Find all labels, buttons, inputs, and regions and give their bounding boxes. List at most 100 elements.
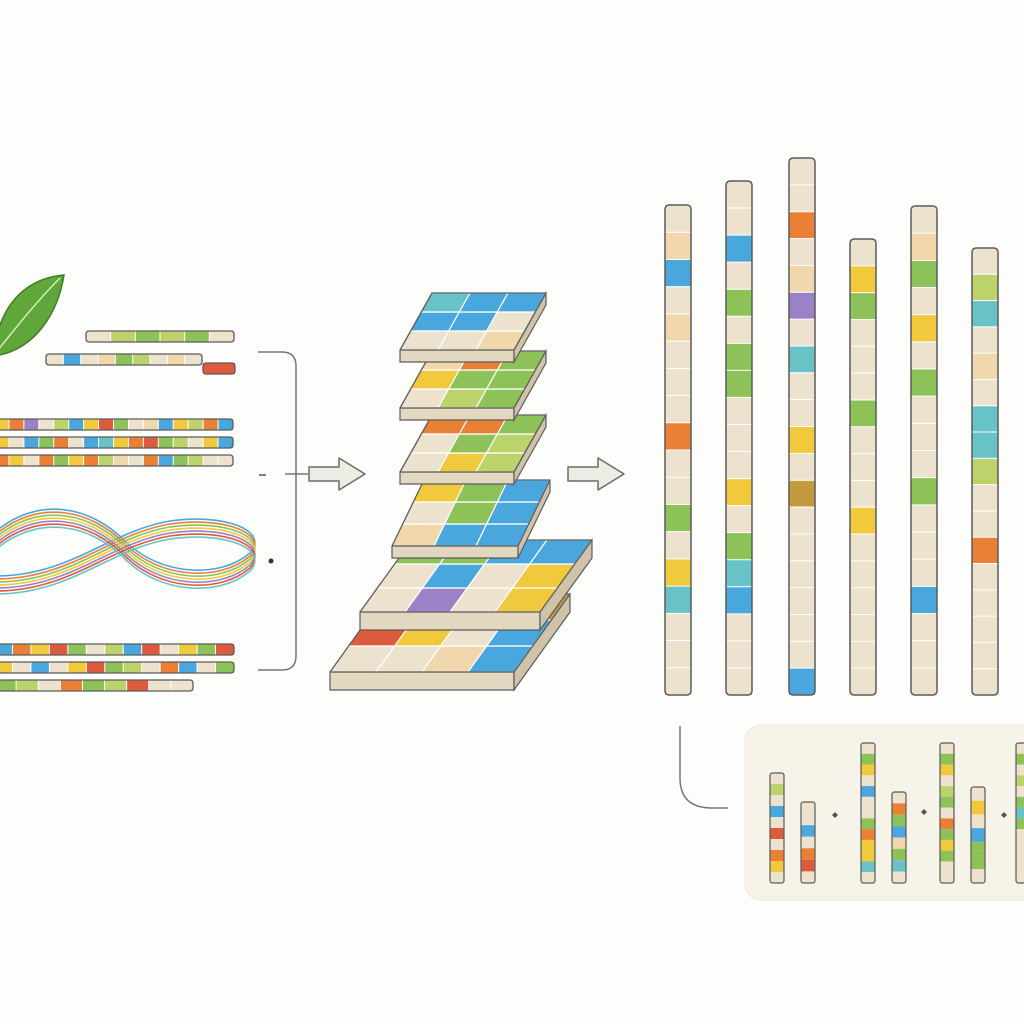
mini-cell xyxy=(940,818,954,830)
mini-column xyxy=(970,786,986,884)
slab-top-outline xyxy=(399,414,547,473)
column-cell xyxy=(911,559,937,587)
arrow-right-icon xyxy=(567,457,625,491)
strand xyxy=(202,362,236,375)
column-cell xyxy=(726,532,752,560)
slab-front xyxy=(399,407,515,421)
column-cell xyxy=(972,589,998,617)
strand xyxy=(0,661,235,674)
mini-cell xyxy=(770,795,784,806)
column-cell xyxy=(726,181,752,209)
slab-front xyxy=(391,545,519,559)
strand-segment xyxy=(173,437,189,448)
strand-segment xyxy=(30,662,50,673)
mini-cell xyxy=(971,869,985,883)
column-cell xyxy=(789,533,815,561)
mini-cell xyxy=(861,872,875,883)
column-cell xyxy=(665,341,691,369)
mini-cell xyxy=(770,872,784,883)
strand-segment xyxy=(8,437,24,448)
mini-column xyxy=(1015,742,1024,884)
column-cell xyxy=(911,586,937,614)
strand-segment xyxy=(113,455,129,466)
output-column xyxy=(725,180,753,696)
mini-cell xyxy=(801,859,815,872)
strand-segment xyxy=(23,419,39,430)
mini-cell xyxy=(971,841,985,856)
slab-front xyxy=(399,471,515,485)
mini-cell xyxy=(940,775,954,787)
strand-segment xyxy=(178,644,198,655)
column-cell xyxy=(789,668,815,695)
column-cell xyxy=(850,292,876,320)
strand-segment xyxy=(128,419,144,430)
strand-segment xyxy=(126,680,149,691)
mini-column xyxy=(891,791,907,884)
mini-cell xyxy=(1016,872,1024,883)
mini-column xyxy=(939,742,955,884)
mini-cell xyxy=(892,826,906,838)
mini-cell xyxy=(770,817,784,828)
mini-cell xyxy=(1016,807,1024,819)
mini-cell xyxy=(971,800,985,815)
mini-cell xyxy=(940,807,954,819)
strand-segment xyxy=(123,662,142,673)
tangled-strands xyxy=(0,474,274,595)
strand-segment xyxy=(184,331,210,342)
mini-cell xyxy=(1016,743,1024,754)
column-cell xyxy=(911,504,937,532)
column-cell xyxy=(911,287,937,315)
strand-segment xyxy=(128,437,144,448)
column-cell xyxy=(850,373,876,400)
column-cell xyxy=(972,537,998,564)
column-cell xyxy=(911,613,937,641)
strand-segment xyxy=(38,437,54,448)
column-cell xyxy=(972,432,998,459)
strand-segment xyxy=(115,354,133,365)
mini-column-outline xyxy=(891,791,907,884)
column-cell xyxy=(665,205,691,233)
mini-cell xyxy=(1016,764,1024,776)
column-cell xyxy=(911,532,937,560)
strand-segment xyxy=(104,644,124,655)
column-cell xyxy=(850,560,876,588)
mini-column xyxy=(860,742,876,884)
mini-cell xyxy=(770,773,784,784)
output-column xyxy=(788,157,816,696)
mini-cell xyxy=(1016,861,1024,873)
column-cell xyxy=(972,510,998,538)
column-cell xyxy=(789,560,815,588)
mini-column-outline xyxy=(1015,742,1024,884)
column-cell xyxy=(850,507,876,535)
column-outline xyxy=(910,205,938,696)
leaf-vein xyxy=(0,277,61,349)
leaf-icon xyxy=(0,274,65,356)
mini-cell xyxy=(861,861,875,873)
strand xyxy=(0,454,234,467)
column-cell xyxy=(911,206,937,234)
strand-segment xyxy=(143,455,159,466)
strand-segment xyxy=(49,644,68,655)
strand-segment xyxy=(60,680,83,691)
detail-panel xyxy=(679,724,1024,901)
strand-segment xyxy=(68,455,84,466)
strand-segment xyxy=(0,662,13,673)
mini-cell xyxy=(770,850,784,861)
strand-segment xyxy=(67,662,87,673)
mini-column xyxy=(800,801,816,884)
strand-segment xyxy=(170,680,193,691)
column-cell xyxy=(972,405,998,433)
slab-top-outline xyxy=(399,350,547,409)
tangled-strand xyxy=(0,517,256,586)
strand-segment xyxy=(104,680,127,691)
arrow-shape xyxy=(567,457,625,491)
strand-segment xyxy=(12,644,31,655)
mini-cell xyxy=(801,871,815,883)
column-cell xyxy=(665,259,691,287)
tangled-strand xyxy=(0,520,256,589)
column-cell xyxy=(911,450,937,478)
column-cell xyxy=(789,480,815,508)
strand-segment xyxy=(188,437,204,448)
mini-cell xyxy=(770,828,784,839)
strand-segment xyxy=(80,354,98,365)
